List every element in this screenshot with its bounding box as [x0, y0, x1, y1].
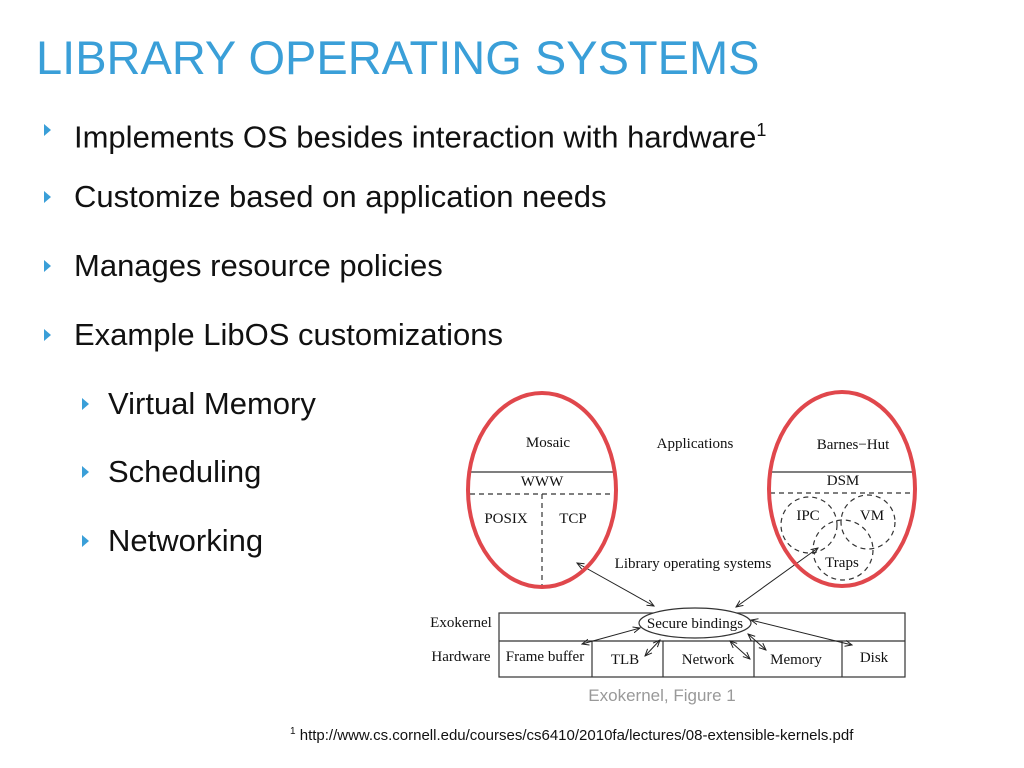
label-mosaic: Mosaic [526, 435, 571, 451]
bullet-text: Implements OS besides interaction with h… [74, 119, 757, 155]
libos-highlight-right [767, 390, 917, 588]
footnote-ref: 1 [756, 120, 767, 140]
footnote-link[interactable]: http://www.cs.cornell.edu/courses/cs6410… [299, 727, 854, 744]
label-library-os: Library operating systems [615, 556, 772, 572]
label-www: WWW [521, 474, 564, 490]
libos-highlight-left [466, 391, 618, 589]
label-disk: Disk [860, 650, 889, 666]
sub-bullet-icon [82, 398, 89, 410]
label-applications: Applications [657, 436, 734, 452]
label-tlb: TLB [611, 652, 639, 668]
sub-bullet-icon [82, 466, 89, 478]
label-tcp: TCP [559, 511, 587, 527]
bullet-item: Implements OS besides interaction with h… [74, 112, 766, 155]
bullet-icon [44, 260, 51, 272]
label-posix: POSIX [484, 511, 528, 527]
bullet-icon [44, 329, 51, 341]
label-vm: VM [860, 508, 884, 524]
slide-title: LIBRARY OPERATING SYSTEMS [36, 31, 760, 84]
bullet-item: Manages resource policies [74, 248, 443, 283]
sub-bullet-item: Virtual Memory [108, 386, 316, 421]
label-network: Network [682, 652, 735, 668]
bullet-icon [44, 191, 51, 203]
bullet-item: Example LibOS customizations [74, 317, 504, 352]
label-memory: Memory [770, 652, 822, 668]
label-traps: Traps [825, 555, 859, 571]
bullet-item: Customize based on application needs [74, 179, 607, 214]
figure-caption: Exokernel, Figure 1 [588, 686, 735, 705]
footnote-number: 1 [290, 726, 296, 737]
footnote: 1 http://www.cs.cornell.edu/courses/cs64… [290, 726, 853, 744]
bullet-icon [44, 124, 51, 136]
label-frame-buffer: Frame buffer [506, 649, 584, 665]
sub-bullet-icon [82, 535, 89, 547]
sub-bullet-item: Scheduling [108, 454, 262, 489]
vm-circle [840, 494, 896, 550]
label-hardware: Hardware [431, 649, 490, 665]
label-secure-bindings: Secure bindings [647, 616, 743, 632]
sub-bullet-item: Networking [108, 523, 264, 558]
arrows [577, 548, 852, 659]
ipc-circle [780, 496, 838, 554]
label-exokernel: Exokernel [430, 615, 492, 631]
label-ipc: IPC [796, 508, 819, 524]
label-dsm: DSM [827, 473, 860, 489]
label-barnes-hut: Barnes−Hut [817, 437, 890, 453]
